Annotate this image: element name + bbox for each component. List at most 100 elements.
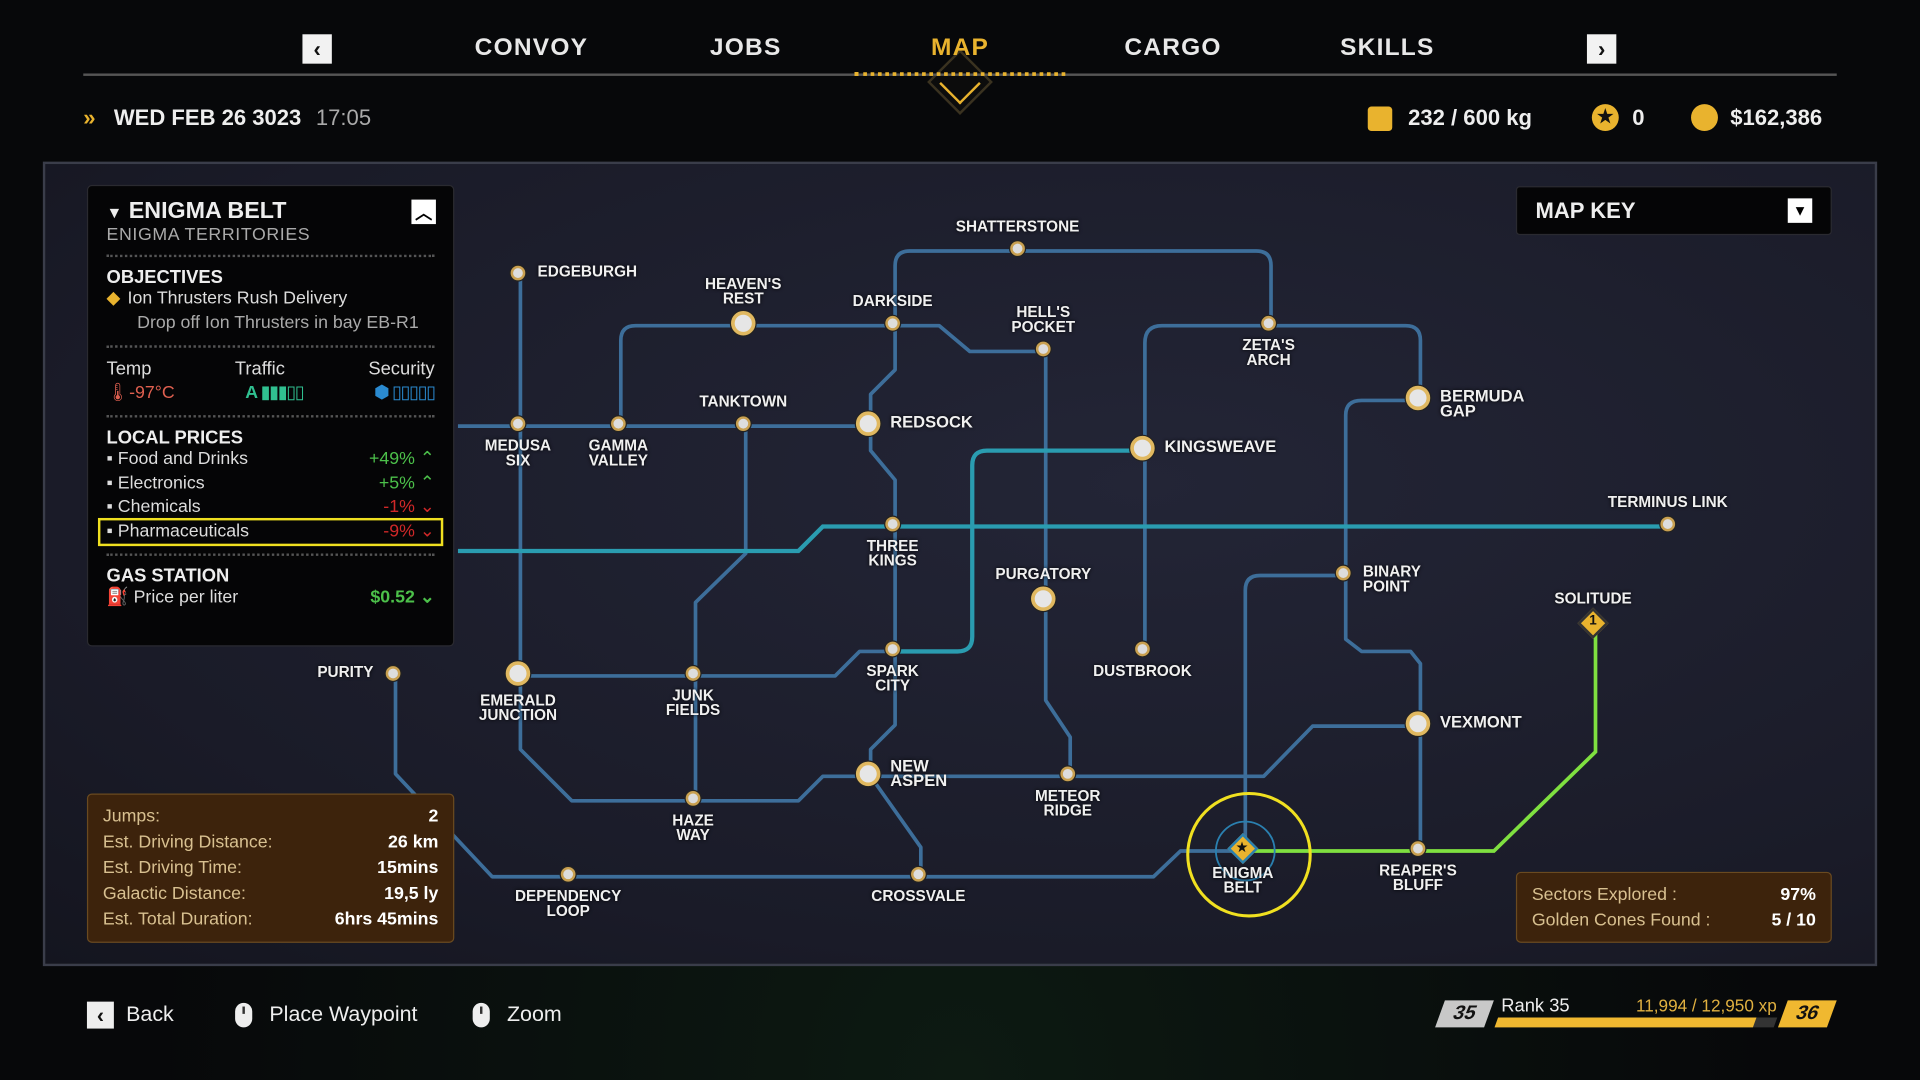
node-label: SPARK CITY <box>866 662 919 695</box>
route-stat: Est. Total Duration:6hrs 45mins <box>102 909 439 930</box>
node-label: REAPER'S BLUFF <box>1379 862 1457 894</box>
price-change: -1% <box>383 497 415 517</box>
node-label: DEPENDENCY LOOP <box>514 887 622 920</box>
gas-price: $0.52 <box>370 587 415 608</box>
price-change: -9% <box>383 521 415 541</box>
location-panel: ︿ ▼ ENIGMA BELT ENIGMA TERRITORIES OBJEC… <box>86 184 455 647</box>
commodity-icon: ▪ <box>106 497 113 517</box>
node-label: DUSTBROOK <box>1093 662 1192 680</box>
exploration-stat: Sectors Explored :97% <box>1531 885 1816 905</box>
rank-current-badge: 35 <box>1435 1000 1494 1028</box>
price-row[interactable]: ▪ Pharmaceuticals -9% ⌄ <box>97 517 444 547</box>
node-label: DARKSIDE <box>852 292 933 310</box>
node-label: TERMINUS LINK <box>1607 493 1728 511</box>
prev-tab-button[interactable]: ‹ <box>302 34 332 64</box>
date: WED FEB 26 3023 <box>113 105 302 130</box>
next-tab-button[interactable]: › <box>1586 34 1617 64</box>
node-label: JUNK FIELDS <box>665 686 721 719</box>
node-label: SHATTERSTONE <box>955 217 1080 236</box>
node-label: HEAVEN'S REST <box>705 275 782 308</box>
commodity-name: Chemicals <box>117 497 201 517</box>
location-pin-icon: ▼ <box>106 203 123 222</box>
gas-label: Price per liter <box>133 587 239 608</box>
node-label: VEXMONT <box>1440 712 1522 732</box>
node-label: BERMUDA GAP <box>1440 386 1525 421</box>
price-row[interactable]: ▪ Chemicals -1% ⌄ <box>107 496 435 520</box>
time: 17:05 <box>315 105 372 130</box>
chevron-left-icon: ‹ <box>86 1002 114 1030</box>
node-label: MEDUSA SIX <box>484 437 552 469</box>
tab-jobs[interactable]: JOBS <box>709 34 782 62</box>
traffic-meter: A ▮▮▮▯▯ <box>245 382 304 403</box>
credit-card-icon <box>1691 104 1718 132</box>
arrow-down-icon: ⌄ <box>419 521 435 541</box>
money: $162,386 <box>1730 105 1823 130</box>
location-region: ENIGMA TERRITORIES <box>106 225 311 245</box>
current-location-highlight <box>1186 791 1312 918</box>
xp-text: 11,994 / 12,950 xp <box>1635 995 1777 1016</box>
rank-label: Rank 35 <box>1501 995 1570 1017</box>
price-change: +5% <box>378 473 415 493</box>
commodity-name: Pharmaceuticals <box>117 521 250 541</box>
zoom-button[interactable]: Zoom <box>472 1002 562 1028</box>
collapse-button[interactable]: ︿ <box>411 199 436 225</box>
node-label: HELL'S POCKET <box>1011 303 1076 336</box>
route-stat: Jumps:2 <box>102 806 439 827</box>
node-label: ZETA'S ARCH <box>1242 336 1295 369</box>
gas-station-heading: GAS STATION <box>106 565 230 587</box>
back-button[interactable]: ‹Back <box>86 1002 174 1030</box>
route-lines <box>393 249 1671 918</box>
node-label: CROSSVALE <box>871 887 966 905</box>
node-label: PURITY <box>317 663 374 681</box>
traffic-label: Traffic <box>234 358 285 380</box>
commodity-icon: ▪ <box>106 521 113 541</box>
node-label: NEW ASPEN <box>890 756 948 790</box>
temp-label: Temp <box>106 358 152 380</box>
node-label: TANKTOWN <box>699 393 788 411</box>
cargo-weight: 232 / 600 kg <box>1408 105 1532 130</box>
node-label: ENIGMA BELT <box>1212 864 1274 897</box>
mouse-left-icon <box>235 1003 253 1028</box>
price-row[interactable]: ▪ Electronics+5% ⌃ <box>107 472 435 496</box>
location-name: ENIGMA BELT <box>128 198 287 225</box>
map-key-label: MAP KEY <box>1535 197 1636 223</box>
objectives-heading: OBJECTIVES <box>106 266 223 288</box>
node-label: GAMMA VALLEY <box>588 437 649 469</box>
commodity-name: Food and Drinks <box>117 449 249 469</box>
tab-convoy[interactable]: CONVOY <box>474 34 589 62</box>
thermometer-icon: 🌡 <box>106 382 130 403</box>
objective-detail: Drop off Ion Thrusters in bay EB-R1 <box>137 312 419 333</box>
security-meter: ⬢ ▯▯▯▯▯ <box>373 382 436 403</box>
commodity-icon: ▪ <box>106 449 113 469</box>
node-label: HAZE WAY <box>672 811 714 844</box>
exploration-stat: Golden Cones Found :5 / 10 <box>1531 911 1816 931</box>
arrow-up-icon: ⌃ <box>419 473 435 493</box>
route-stat: Galactic Distance:19,5 ly <box>102 884 439 904</box>
node-label: EMERALD JUNCTION <box>478 691 558 724</box>
objective-marker-number: 1 <box>1589 613 1597 629</box>
price-row[interactable]: ▪ Food and Drinks+49% ⌃ <box>107 448 435 472</box>
stars-count: 0 <box>1632 105 1645 130</box>
tab-skills[interactable]: SKILLS <box>1340 34 1435 62</box>
tab-cargo[interactable]: CARGO <box>1124 34 1222 62</box>
security-label: Security <box>368 358 435 380</box>
route-stat: Est. Driving Distance:26 km <box>102 832 439 853</box>
weight-scale-icon <box>1367 106 1393 132</box>
map-key-dropdown[interactable]: MAP KEY ▼ <box>1515 186 1832 236</box>
price-change: +49% <box>368 449 415 469</box>
rank-next-badge: 36 <box>1777 1000 1837 1028</box>
node-label: REDSOCK <box>890 412 973 432</box>
chevron-down-icon: ▼ <box>1787 198 1813 223</box>
commodity-name: Electronics <box>117 473 205 493</box>
node-label: THREE KINGS <box>866 537 919 570</box>
place-waypoint-button[interactable]: Place Waypoint <box>235 1002 417 1028</box>
tab-map[interactable]: MAP <box>930 34 990 62</box>
fuel-pump-icon: ⛽ <box>106 587 129 608</box>
local-prices-heading: LOCAL PRICES <box>106 427 243 449</box>
objective-title[interactable]: Ion Thrusters Rush Delivery <box>127 288 348 309</box>
arrow-down-icon: ⌄ <box>419 497 435 517</box>
mouse-scroll-icon <box>472 1003 490 1028</box>
objective-icon: ◆ <box>106 288 121 309</box>
route-stat: Est. Driving Time:15mins <box>102 858 439 878</box>
